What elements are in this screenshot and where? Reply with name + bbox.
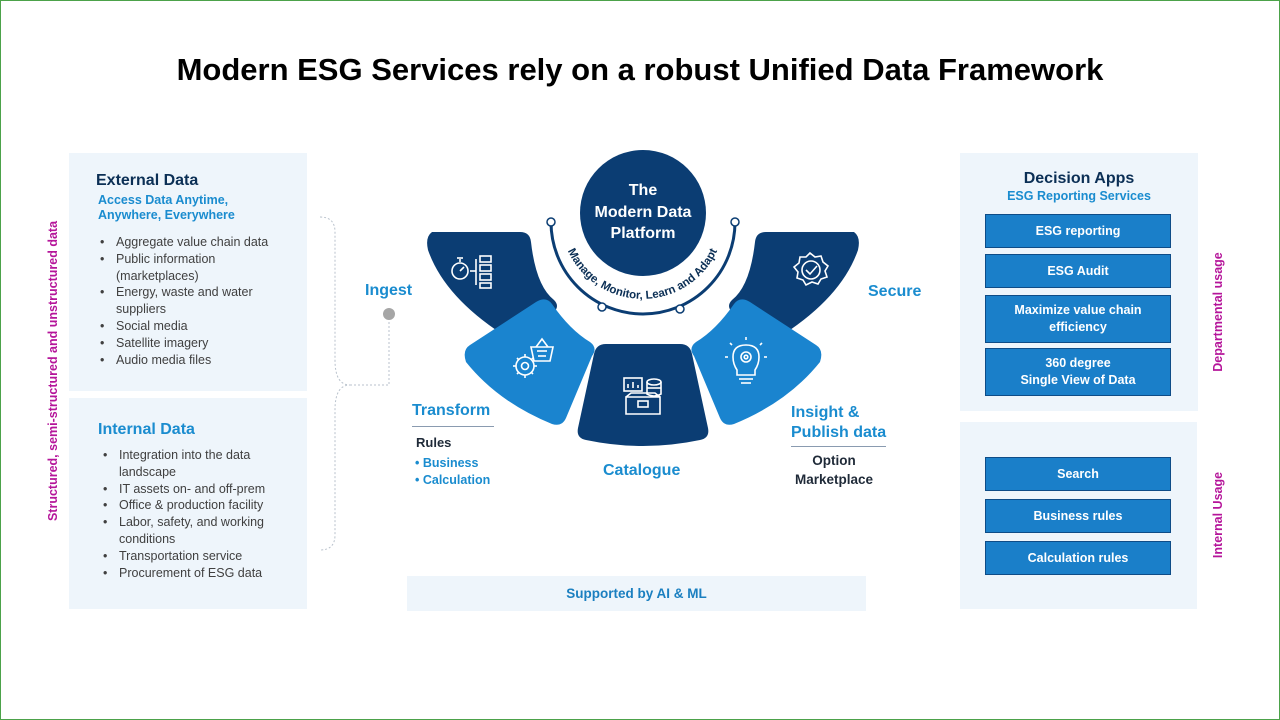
stopwatch-list-icon xyxy=(451,255,492,289)
insight-label: Insight & Publish data xyxy=(791,404,887,441)
calculation-rules-button[interactable]: Calculation rules xyxy=(985,541,1171,575)
single-view-button[interactable]: 360 degree Single View of Data xyxy=(985,348,1171,396)
external-data-list: Aggregate value chain data Public inform… xyxy=(99,234,289,368)
insight-underline xyxy=(791,446,886,447)
catalogue-label: Catalogue xyxy=(603,462,681,479)
lightbulb-gear-icon xyxy=(725,337,767,384)
list-item: Satellite imagery xyxy=(99,335,289,352)
business-rules-button[interactable]: Business rules xyxy=(985,499,1171,533)
center-circle xyxy=(580,150,706,276)
internal-data-title: Internal Data xyxy=(98,421,195,438)
transform-label: Transform xyxy=(412,402,491,419)
ingest-label: Ingest xyxy=(365,282,413,299)
connector-dot xyxy=(383,308,395,320)
list-item: Aggregate value chain data xyxy=(99,234,289,251)
insight-segment xyxy=(691,299,822,425)
decision-apps-title: Decision Apps xyxy=(1023,170,1135,187)
external-subtitle-line1: Access Data Anytime, xyxy=(98,193,229,207)
list-item: Labor, safety, and working conditions xyxy=(102,514,292,548)
esg-audit-button[interactable]: ESG Audit xyxy=(985,254,1171,288)
external-data-subtitle: Access Data Anytime, Anywhere, Everywher… xyxy=(98,193,235,223)
search-button[interactable]: Search xyxy=(985,457,1171,491)
transform-segment xyxy=(464,299,595,425)
catalogue-segment xyxy=(577,344,709,446)
rule-calculation-text: Calculation xyxy=(422,473,491,487)
list-item: Audio media files xyxy=(99,352,289,369)
list-item: Social media xyxy=(99,318,289,335)
transform-rule-calculation: • Calculation xyxy=(415,473,491,487)
rule-business-text: Business xyxy=(422,456,479,470)
decision-apps-subtitle: ESG Reporting Services xyxy=(1007,189,1151,203)
arc-ring xyxy=(549,221,737,316)
departmental-usage-label: Departmental usage xyxy=(1211,252,1225,372)
brace-connector xyxy=(319,216,351,551)
connector-line xyxy=(350,314,390,386)
secure-label: Secure xyxy=(868,283,922,300)
external-data-title: External Data xyxy=(96,172,199,189)
external-subtitle-line2: Anywhere, Everywhere xyxy=(98,208,235,222)
list-item: Energy, waste and water suppliers xyxy=(99,284,289,318)
option-marketplace-label: Option Marketplace xyxy=(794,453,874,487)
slide-title: Modern ESG Services rely on a robust Uni… xyxy=(176,52,1104,87)
list-item: Office & production facility xyxy=(102,497,292,514)
list-item: Transportation service xyxy=(102,548,292,565)
list-item: IT assets on- and off-prem xyxy=(102,481,292,498)
catalogue-box-icon xyxy=(623,377,662,415)
transform-rule-business: • Business xyxy=(415,456,479,470)
center-circle-label: The Modern Data Platform xyxy=(594,182,692,242)
internal-data-list: Integration into the data landscape IT a… xyxy=(102,447,292,581)
maximize-value-chain-button[interactable]: Maximize value chain efficiency xyxy=(985,295,1171,343)
list-item: Public information (marketplaces) xyxy=(99,251,289,285)
badge-check-icon xyxy=(792,251,830,287)
list-item: Procurement of ESG data xyxy=(102,565,292,582)
esg-reporting-button[interactable]: ESG reporting xyxy=(985,214,1171,248)
internal-usage-label: Internal Usage xyxy=(1211,471,1225,559)
transform-rules-heading: Rules xyxy=(416,435,452,450)
gears-basket-icon xyxy=(513,337,554,378)
supported-by-ai-banner: Supported by AI & ML xyxy=(407,576,866,611)
transform-underline xyxy=(412,426,494,427)
list-item: Integration into the data landscape xyxy=(102,447,292,481)
